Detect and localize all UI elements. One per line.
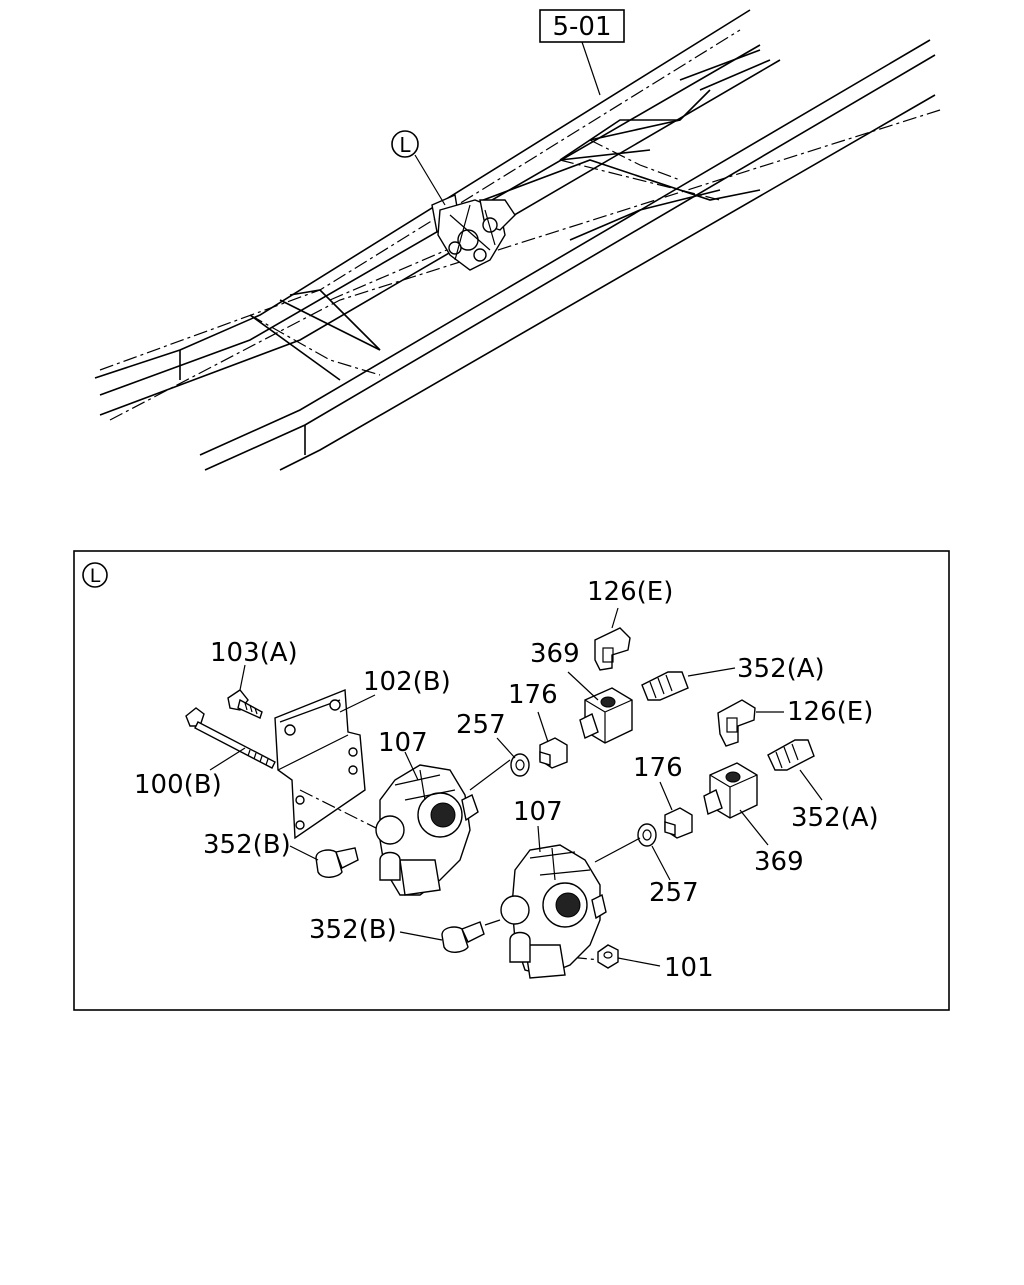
label-126e-top: 126(E): [587, 577, 673, 607]
ref-box-label: 5-01: [552, 12, 611, 42]
label-107-top: 107: [378, 728, 428, 758]
fitting-176-mid: [664, 807, 693, 839]
detail-view-l: L: [73, 550, 950, 1011]
callout-letter: L: [399, 133, 411, 157]
washer-257-upper: [510, 753, 530, 777]
bracket-102b: [274, 688, 366, 840]
label-126e-mid: 126(E): [787, 697, 873, 727]
label-107-mid: 107: [513, 797, 563, 827]
valve-assembly-mini: [431, 194, 516, 271]
callout-l-overview: L: [391, 130, 446, 206]
bolt-103a: [227, 689, 263, 719]
connector-352a-lower: [767, 739, 815, 771]
block-369-lower: [703, 762, 758, 819]
leader-lines: [209, 607, 823, 967]
block-369-upper: [579, 687, 633, 744]
bolt-100b: [185, 707, 276, 769]
plug-352b-lower: [441, 921, 485, 953]
plug-352b-upper: [315, 847, 359, 878]
elbow-126e-lower: [717, 699, 756, 747]
detail-callout-letter: L: [90, 565, 101, 587]
fitting-176-upper: [539, 737, 568, 769]
label-100b: 100(B): [134, 770, 222, 800]
label-257-bottom: 257: [649, 878, 699, 908]
elbow-126e-upper: [594, 627, 631, 671]
label-102b: 102(B): [363, 667, 451, 697]
label-101: 101: [664, 953, 714, 983]
label-352a-top: 352(A): [737, 654, 825, 684]
label-352b-top: 352(B): [203, 830, 291, 860]
connector-352a-upper: [641, 671, 689, 701]
label-257-top: 257: [456, 710, 506, 740]
detail-frame: [73, 550, 950, 1011]
truck-frame-overview: 5-01 L: [94, 9, 941, 471]
nut-101: [597, 944, 619, 969]
ref-box-5-01: 5-01: [539, 9, 625, 96]
valve-107-lower: [500, 844, 607, 979]
label-176-mid: 176: [633, 753, 683, 783]
label-103a: 103(A): [210, 638, 298, 668]
label-352a-mid: 352(A): [791, 803, 879, 833]
part-labels: 126(E) 369 352(A) 103(A) 102(B) 176 257 …: [134, 577, 879, 983]
label-369-top: 369: [530, 639, 580, 669]
label-176-top: 176: [508, 680, 558, 710]
callout-l-detail: [82, 562, 108, 588]
label-352b-bottom: 352(B): [309, 915, 397, 945]
valve-107-upper: [375, 764, 479, 896]
label-369-bottom: 369: [754, 847, 804, 877]
washer-257-lower: [637, 823, 657, 847]
